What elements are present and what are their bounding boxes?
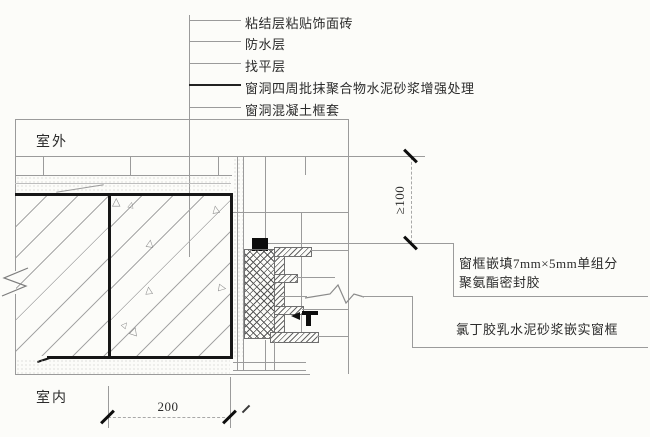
concrete-triangle-mark: △ <box>144 284 154 297</box>
dim-width-extension-left <box>108 386 109 428</box>
callout-leader-branch-5 <box>189 107 241 108</box>
mortar-leader-line-b <box>362 296 412 297</box>
frame-bottom-line-1 <box>265 340 266 370</box>
frame-profile-tab-3 <box>274 306 304 315</box>
tile-band-bottom-line <box>15 175 232 176</box>
callout-leader-vertical <box>189 15 190 257</box>
anchor-symbol-stem <box>306 315 311 326</box>
frame-line-4 <box>317 336 348 337</box>
region-label-outdoor: 室外 <box>36 135 68 150</box>
concrete-right-edge <box>230 193 233 359</box>
callout-concrete-frame: 窗洞混凝土框套 <box>245 103 340 118</box>
concrete-triangle-mark: △ <box>211 203 221 216</box>
frame-profile-tab-2 <box>274 274 298 283</box>
callout-leader-branch-3 <box>189 63 241 64</box>
anchor-arrow <box>291 312 300 320</box>
wall-left-edge-lower <box>15 294 16 375</box>
callout-polymer-mortar-layer: 窗洞四周批抹聚合物水泥砂浆增强处理 <box>245 81 475 96</box>
dim-width-extension-right <box>230 377 231 428</box>
dim-depth-line <box>411 157 412 243</box>
dim-width-line <box>108 417 230 418</box>
dim-depth-extension-line <box>353 156 425 157</box>
callout-sealant-line2: 聚氨酯密封胶 <box>459 275 541 290</box>
dim-width-value: 200 <box>157 399 179 414</box>
dim-tick-small <box>241 404 251 414</box>
anchor-symbol-bar <box>302 311 318 315</box>
frame-profile-tab-1 <box>274 247 312 257</box>
mortar-layers-band <box>16 176 230 193</box>
concrete-wall-hatch <box>16 196 108 356</box>
callout-bonding-tile-layer: 粘结层粘贴饰面砖 <box>245 16 354 31</box>
sealant-leader-line <box>268 243 453 244</box>
callout-leader-branch-2 <box>189 41 241 42</box>
concrete-top-edge <box>15 193 233 196</box>
wall-return-line <box>348 119 349 374</box>
interior-return-line-1 <box>233 362 306 363</box>
rebate-vertical-line <box>265 156 266 238</box>
callout-sealant-line1: 窗框嵌填7mm×5mm单组分 <box>459 256 618 271</box>
sealant-callout-underline <box>453 296 648 297</box>
sealant-block <box>252 238 268 251</box>
tile-joint <box>305 156 306 175</box>
interior-finish-band <box>16 359 230 374</box>
region-label-indoor: 室内 <box>36 391 68 406</box>
break-symbol-right <box>304 283 365 305</box>
frame-profile-tab-4 <box>270 332 319 343</box>
concrete-bottom-edge <box>47 356 233 359</box>
reveal-finish-band <box>233 158 244 358</box>
dim-depth-value: ≥100 <box>392 185 407 215</box>
outer-boundary-line <box>15 119 348 120</box>
frame-profile-web <box>274 250 285 338</box>
concrete-triangle-mark: △ <box>145 237 155 250</box>
concrete-triangle-mark: △ <box>216 283 229 293</box>
tile-joint <box>218 156 219 175</box>
concrete-frame-hatch <box>111 196 230 356</box>
mortar-leader-line-a <box>280 296 307 297</box>
mortar-leader-drop <box>412 296 413 347</box>
callout-leader-branch-1 <box>189 20 241 21</box>
callout-leveling-layer: 找平层 <box>245 59 286 74</box>
frame-inner-line <box>301 213 302 333</box>
frame-line-2 <box>296 277 335 278</box>
mortar-fill-column <box>244 249 275 339</box>
concrete-divider-edge <box>108 193 111 359</box>
reveal-line-1 <box>237 156 238 370</box>
frame-bottom-line-2 <box>274 340 275 370</box>
wall-break-symbol-left <box>1 267 29 297</box>
mortar-callout-underline <box>412 347 648 348</box>
tile-face-line <box>15 156 353 157</box>
callout-leader-branch-4 <box>189 84 241 86</box>
tile-joint <box>130 156 131 175</box>
tile-joint <box>43 156 44 175</box>
reveal-line-2 <box>243 156 244 370</box>
callout-waterproof-layer: 防水层 <box>245 37 286 52</box>
frame-line-1 <box>310 250 348 251</box>
frame-line-3 <box>302 309 348 310</box>
rebate-horizontal-line <box>233 212 348 213</box>
interior-return-line-2 <box>233 370 306 371</box>
callout-mortar: 氯丁胶乳水泥砂浆嵌实窗框 <box>456 322 619 337</box>
sealant-leader-drop <box>453 243 454 296</box>
concrete-triangle-mark: △ <box>112 195 121 208</box>
layer-separator-line <box>15 183 231 184</box>
interior-face-line <box>15 374 310 375</box>
